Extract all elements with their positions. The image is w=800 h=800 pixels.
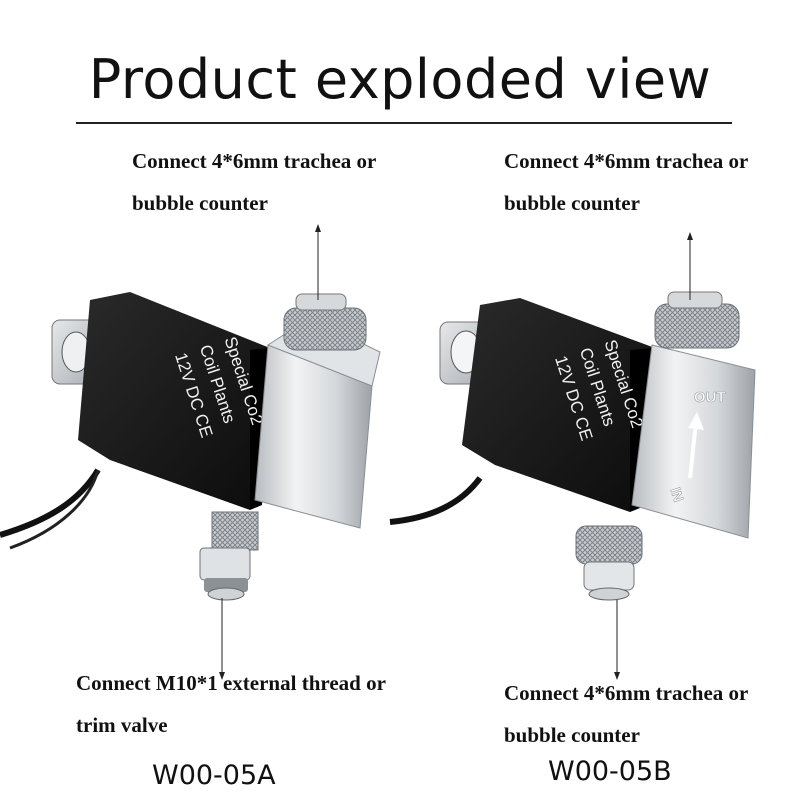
right-bottom-line-1: Connect 4*6mm trachea or — [504, 681, 749, 705]
valve-b-drawing: Special Co2 Coil Plants 12V DC CE OUT IN — [389, 232, 756, 680]
right-model-number: W00-05B — [548, 756, 672, 787]
right-top-line-1: Connect 4*6mm trachea or — [504, 149, 749, 173]
right-top-connection-label: Connect 4*6mm trachea or bubble counter — [504, 140, 748, 224]
right-bottom-connection-label: Connect 4*6mm trachea or bubble counter — [504, 672, 748, 756]
valve-a-drawing: Special Co2 Coil Plants 12V DC CE — [0, 224, 381, 680]
valve-b-out-marking: OUT — [694, 389, 726, 406]
left-top-connection-label: Connect 4*6mm trachea or bubble counter — [132, 140, 376, 224]
left-bottom-connection-label: Connect M10*1 external thread or trim va… — [76, 662, 386, 746]
left-model-number: W00-05A — [152, 760, 276, 791]
title-divider — [76, 122, 732, 124]
valve-b-in-marking: IN — [667, 486, 687, 504]
right-top-line-2: bubble counter — [504, 191, 640, 215]
page-title: Product exploded view — [88, 48, 712, 111]
left-bottom-line-2: trim valve — [76, 713, 168, 737]
right-bottom-line-2: bubble counter — [504, 723, 640, 747]
left-top-line-2: bubble counter — [132, 191, 268, 215]
left-top-line-1: Connect 4*6mm trachea or — [132, 149, 377, 173]
left-bottom-line-1: Connect M10*1 external thread or — [76, 671, 386, 695]
